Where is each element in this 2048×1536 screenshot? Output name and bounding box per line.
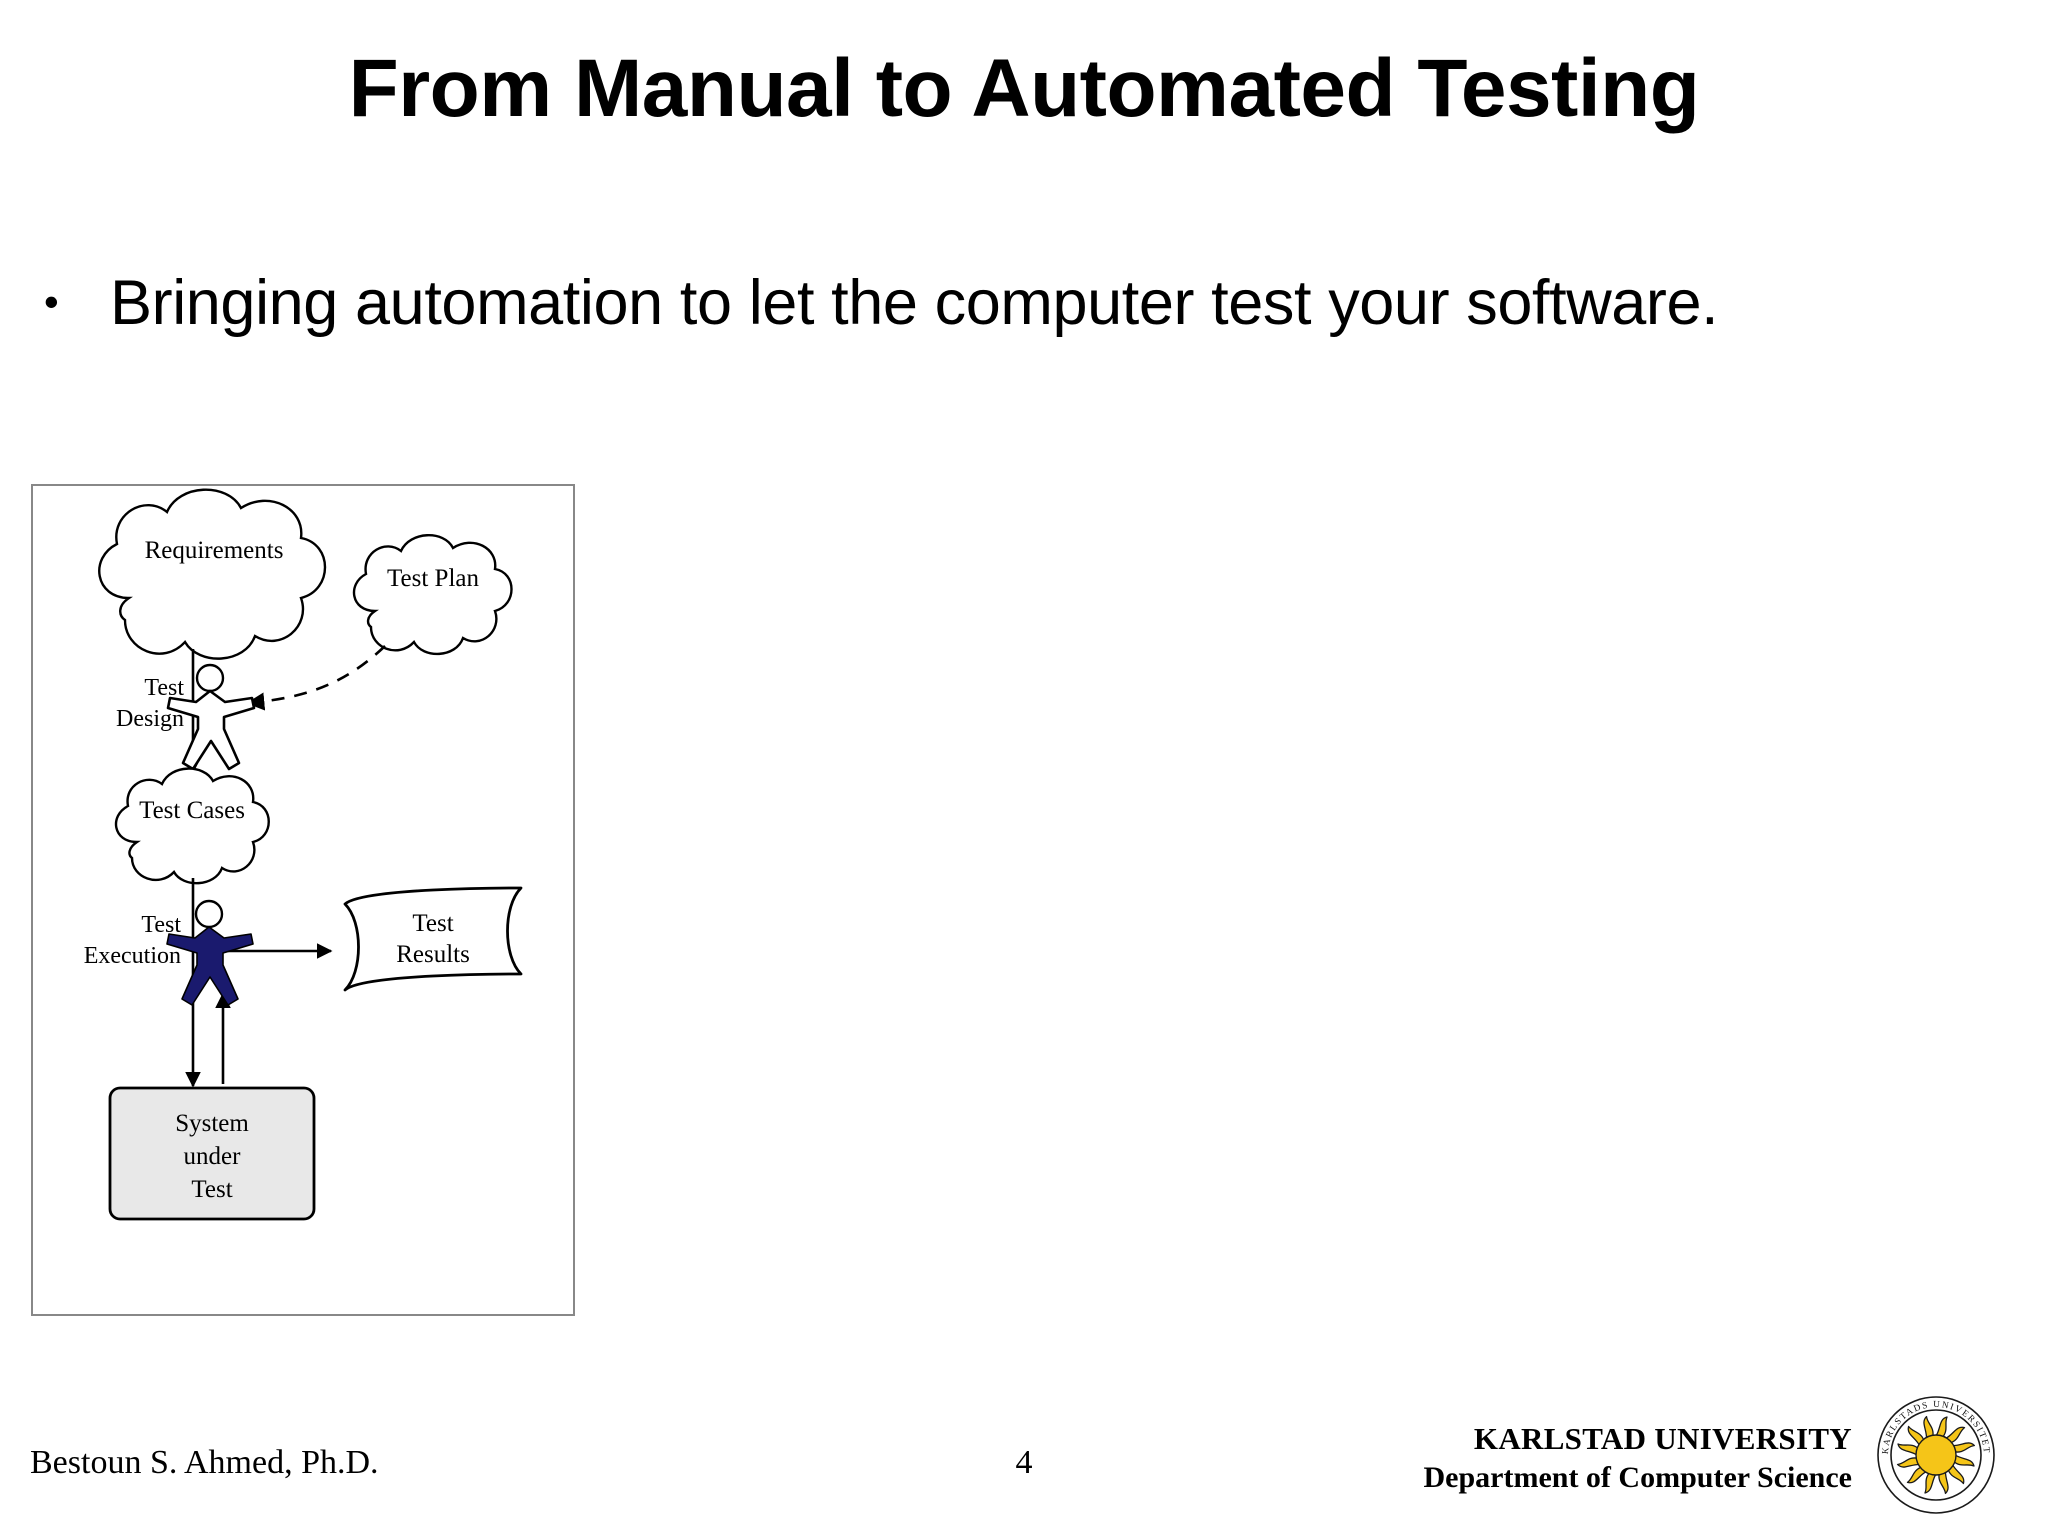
node-requirements: Requirements <box>98 488 327 660</box>
sut-label-line1: System <box>175 1110 249 1137</box>
sut-box-shape <box>108 1086 316 1221</box>
manual-testing-diagram: Requirements Test Plan Test Design Test … <box>31 484 575 1316</box>
activity-label-test-execution: Test Execution <box>84 912 182 969</box>
bullet-item-text: Bringing automation to let the computer … <box>110 268 1719 338</box>
cloud-shape-test-cases <box>114 767 270 885</box>
node-test-results: Test Results <box>343 886 523 992</box>
node-test-cases: Test Cases <box>114 767 270 885</box>
footer-organization: KARLSTAD UNIVERSITY Department of Comput… <box>1423 1420 1852 1496</box>
arrow-test-plan-to-test-design <box>246 645 386 711</box>
test-execution-line2: Execution <box>84 943 181 969</box>
page-title: From Manual to Automated Testing <box>348 43 1700 134</box>
bullet-list: • Bringing automation to let the compute… <box>44 270 2024 336</box>
sun-rays <box>1896 1415 1976 1495</box>
footer-page-number: 4 <box>1015 1444 1033 1481</box>
node-label-test-results-line1: Test <box>412 910 453 937</box>
test-execution-line1: Test <box>141 912 181 938</box>
person-test-designer-icon <box>166 663 256 771</box>
node-label-test-cases: Test Cases <box>139 797 245 824</box>
karlstad-university-logo: KARLSTADS UNIVERSITET <box>1866 1384 2006 1526</box>
footer-org-line1: KARLSTAD UNIVERSITY <box>1473 1421 1852 1456</box>
sut-label-line3: Test <box>191 1176 232 1203</box>
bullet-marker-icon: • <box>44 278 59 325</box>
footer-org-line2: Department of Computer Science <box>1423 1460 1852 1494</box>
footer-author: Bestoun S. Ahmed, Ph.D. <box>30 1444 379 1481</box>
sut-label-line2: under <box>184 1143 242 1170</box>
university-seal-icon: KARLSTADS UNIVERSITET <box>1877 1396 1995 1514</box>
person-test-executor-icon <box>166 899 254 1006</box>
node-system-under-test: System under Test <box>108 1086 316 1221</box>
node-label-test-plan: Test Plan <box>387 565 479 592</box>
sun-disc <box>1915 1434 1957 1476</box>
node-test-plan: Test Plan <box>352 534 513 656</box>
node-label-test-results-line2: Results <box>396 941 470 968</box>
diagram-canvas: Requirements Test Plan Test Design Test … <box>84 488 523 1221</box>
cloud-shape-test-plan <box>352 534 513 656</box>
test-design-line1: Test <box>144 675 184 701</box>
node-label-requirements: Requirements <box>145 537 284 564</box>
cloud-shape-requirements <box>98 488 327 660</box>
